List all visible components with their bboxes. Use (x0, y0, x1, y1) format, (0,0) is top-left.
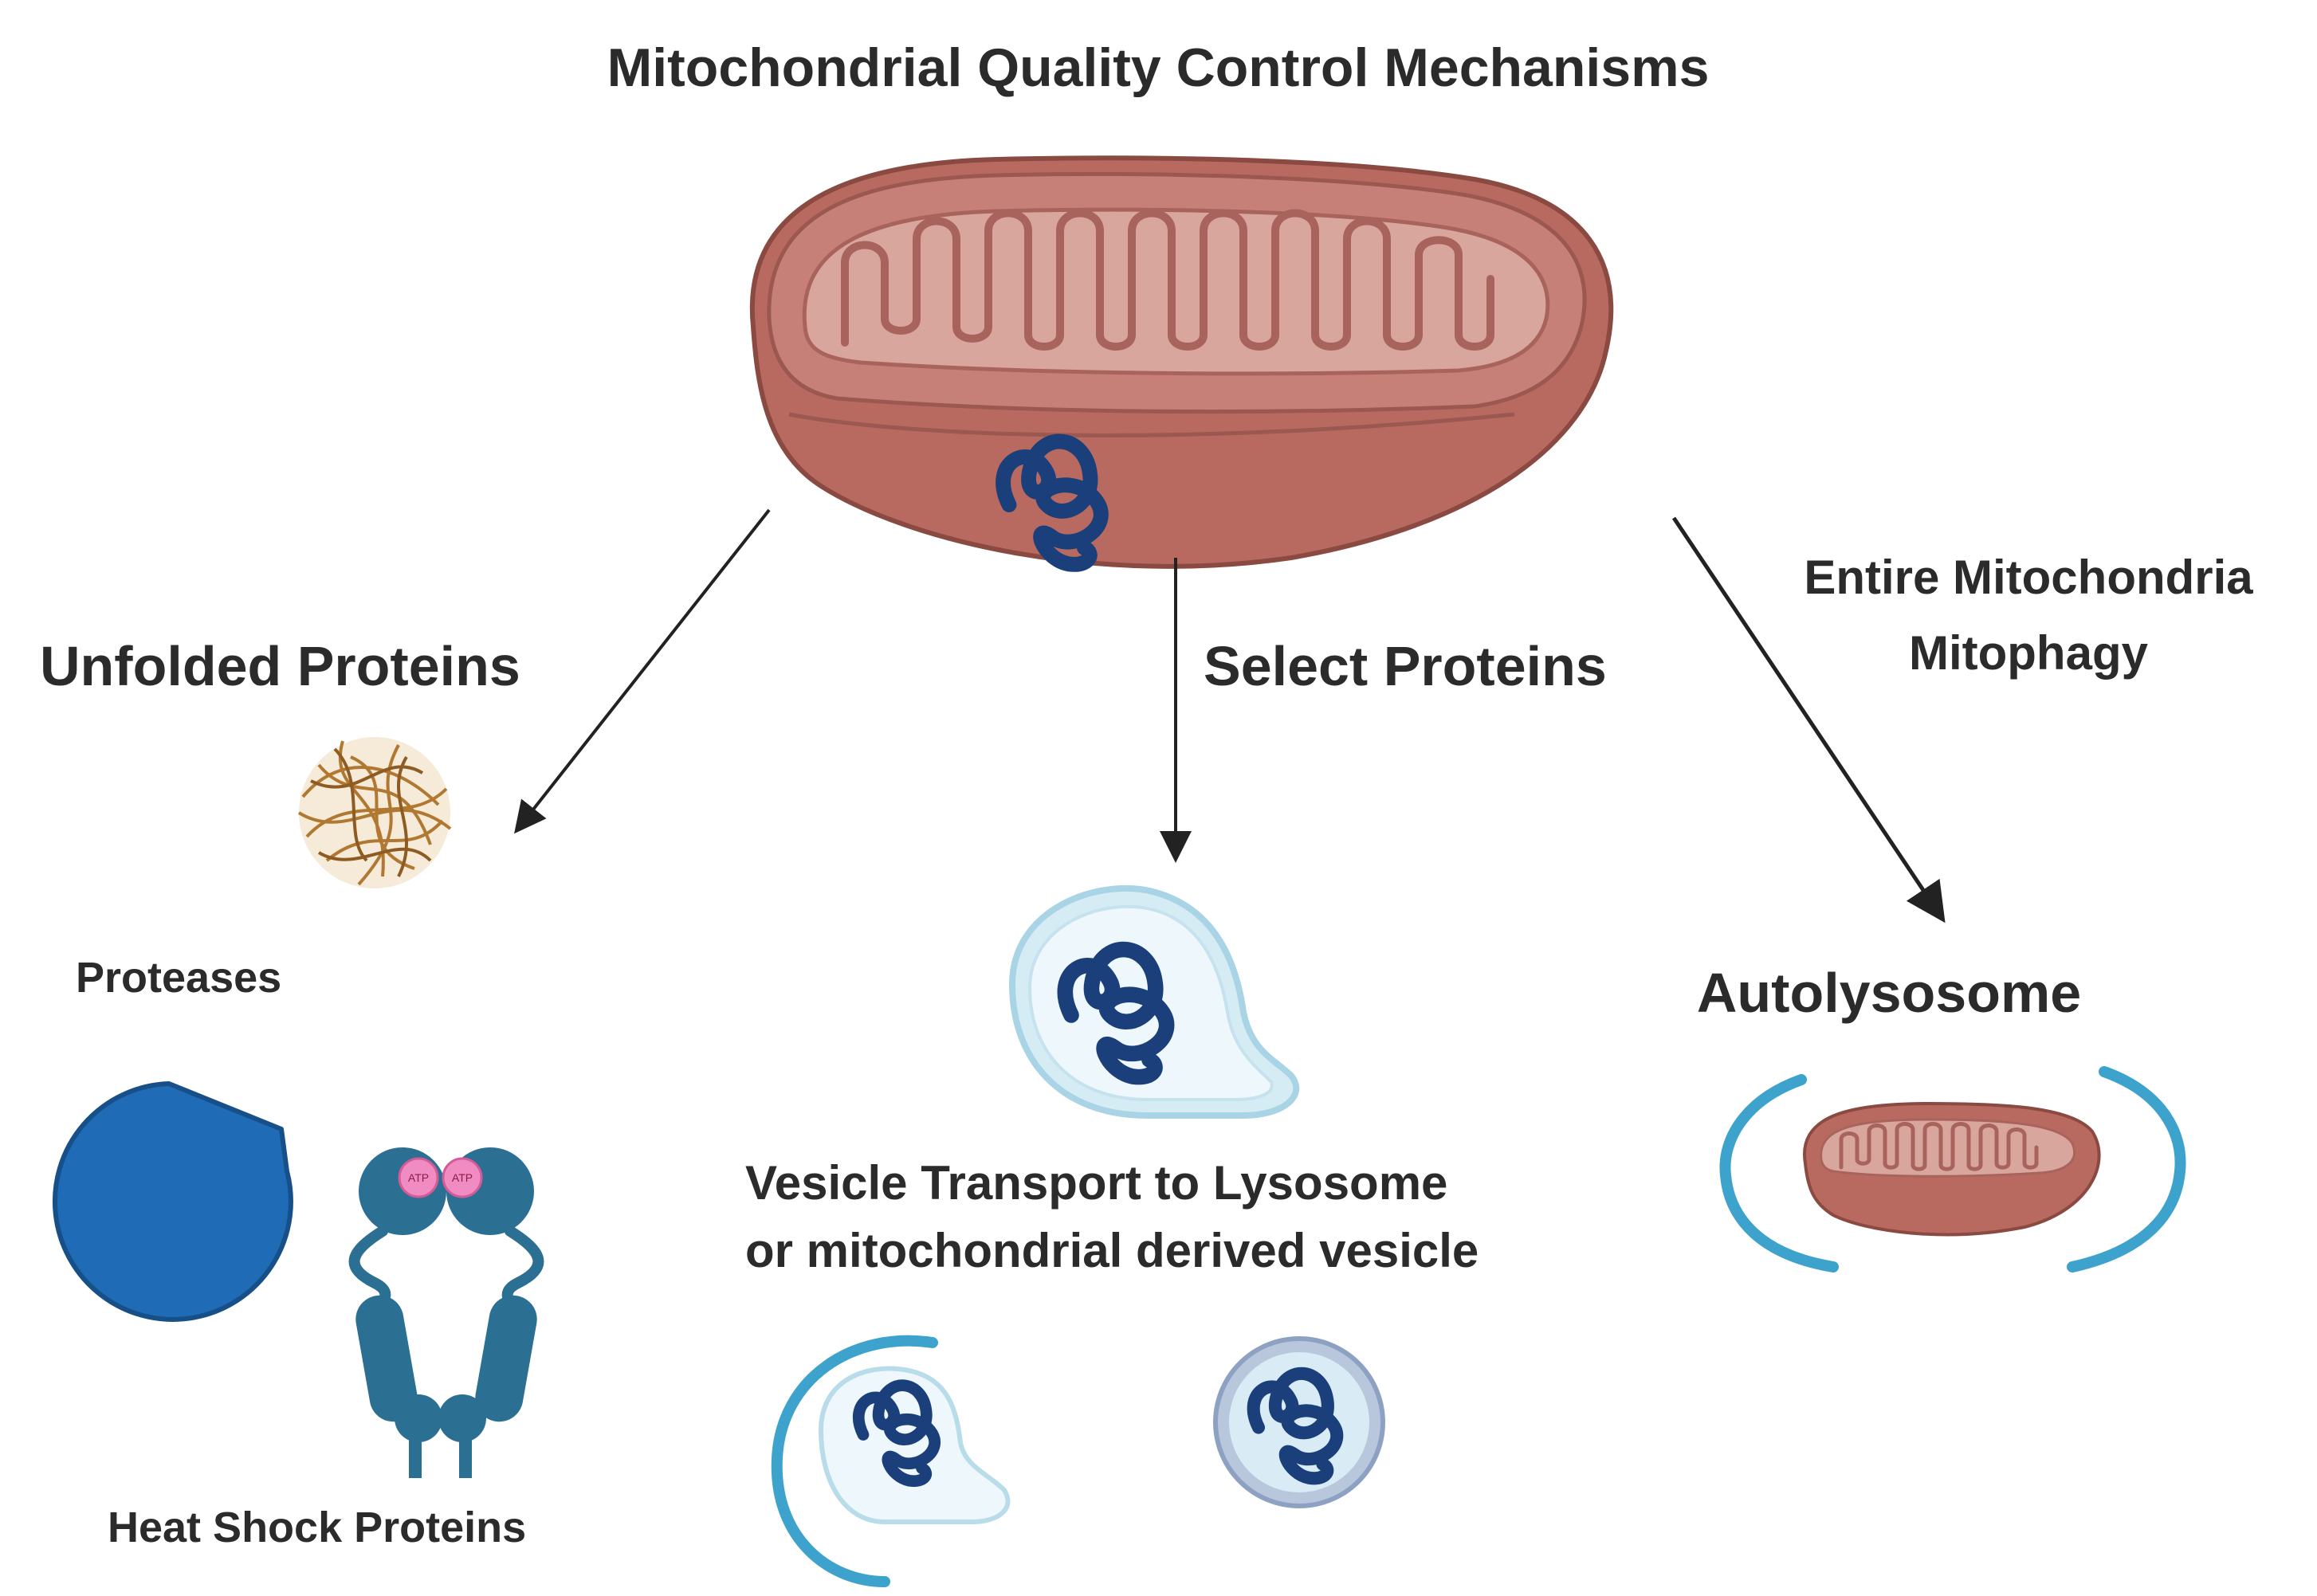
mitophagy-heading-line1: Entire Mitochondria (1804, 551, 2253, 604)
unfolded-proteins-heading: Unfolded Proteins (40, 635, 520, 697)
vesicle-budding-icon (1008, 884, 1300, 1119)
mitochondrion-central (749, 155, 1614, 567)
vesicle-caption-line1: Vesicle Transport to Lysosome (745, 1156, 1447, 1210)
vesicle-caption-line2: or mitochondrial derived vesicle (745, 1224, 1479, 1277)
heat-shock-proteins-label: Heat Shock Proteins (108, 1504, 526, 1551)
diagram-title: Mitochondrial Quality Control Mechanisms (607, 37, 1710, 98)
protein-aggregate-icon (297, 737, 452, 888)
heat-shock-protein-icon: ATP ATP (348, 1147, 544, 1478)
atp-label: ATP (408, 1171, 429, 1184)
mitochondrial-derived-vesicle-icon (1213, 1336, 1385, 1508)
atp-label: ATP (452, 1171, 473, 1184)
mitophagy-heading-line2: Mitophagy (1909, 626, 2149, 680)
protease-icon (52, 1081, 293, 1322)
arrow-to-unfolded-proteins (514, 508, 771, 834)
select-proteins-heading: Select Proteins (1204, 635, 1607, 697)
lysosome-fusion-icon (771, 1335, 1011, 1587)
proteases-label: Proteases (76, 954, 281, 1002)
arrow-to-mitophagy (1671, 516, 1946, 923)
autolysosome-icon (1719, 1066, 2186, 1272)
autolysosome-label: Autolysosome (1697, 962, 2081, 1024)
